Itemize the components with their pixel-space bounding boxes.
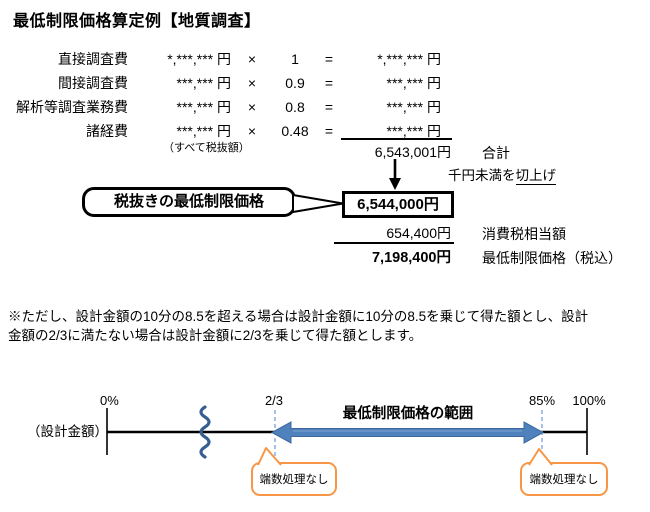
axis-label: （設計金額） xyxy=(27,424,108,439)
design-amount-diagram: （設計金額） 0% 2/3 85% 100% 最低制限価格の範囲 端数処理なし … xyxy=(27,393,608,496)
tick-85-label: 85% xyxy=(529,393,555,408)
equals-sign: = xyxy=(324,123,334,139)
conditions-paragraph: ※ただし、設計金額の10分の8.5を超える場合は設計金額に10分の8.5を乗じて… xyxy=(8,307,650,345)
tax-excluded-note: （すべて税抜額） xyxy=(163,142,250,154)
tick-two-thirds-label: 2/3 xyxy=(265,393,283,408)
equals-sign: = xyxy=(324,99,334,115)
row-factor: 1 xyxy=(291,51,299,67)
calc-row-analysis: 解析等調査業務費 ***,*** 円 × 0.8 = ***,*** 円 xyxy=(0,95,441,119)
subtotal-rule xyxy=(341,138,452,140)
rounding-note-text: 千円未満を xyxy=(448,168,516,183)
callout-left-pointer-icon xyxy=(257,447,282,466)
calc-table: 直接調査費 *,***,*** 円 × 1 = *,***,*** 円 間接調査… xyxy=(0,47,441,143)
tick-0-label: 0% xyxy=(100,393,119,408)
rounding-note-underlined: 切上げ xyxy=(515,168,556,185)
row-result: *,***,*** 円 xyxy=(377,51,441,67)
callout-right-box xyxy=(520,462,608,496)
row-amount: ***,*** 円 xyxy=(176,123,231,139)
tax-value: 654,400円 xyxy=(386,225,451,241)
range-label: 最低制限価格の範囲 xyxy=(343,404,474,422)
callout-right-label: 端数処理なし xyxy=(530,472,599,486)
row-label: 解析等調査業務費 xyxy=(16,99,128,115)
equals-sign: = xyxy=(324,75,334,91)
row-factor: 0.8 xyxy=(285,99,305,115)
row-amount: ***,*** 円 xyxy=(176,99,231,115)
page-title: 最低制限価格算定例【地質調査】 xyxy=(13,13,261,30)
calc-row-direct: 直接調査費 *,***,*** 円 × 1 = *,***,*** 円 xyxy=(0,47,441,71)
subtotal-label: 合計 xyxy=(482,145,510,161)
down-arrow-icon xyxy=(389,159,401,190)
equals-sign: = xyxy=(324,51,334,67)
total-rule xyxy=(334,242,454,244)
total-label: 最低制限価格（税込） xyxy=(482,250,622,266)
rounding-note: 千円未満を切上げ xyxy=(448,164,556,185)
total-value: 7,198,400円 xyxy=(371,250,451,266)
axis-break-squiggle-icon xyxy=(199,405,211,459)
row-amount: *,***,*** 円 xyxy=(167,51,231,67)
row-label: 諸経費 xyxy=(86,123,128,139)
times-sign: × xyxy=(247,75,257,91)
pre-tax-min-price-callout: 税抜きの最低制限価格 xyxy=(82,187,296,217)
row-factor: 0.9 xyxy=(285,75,305,91)
callout-left-box xyxy=(251,462,337,496)
row-label: 直接調査費 xyxy=(58,51,128,67)
callout-left-label: 端数処理なし xyxy=(260,472,329,486)
times-sign: × xyxy=(247,123,257,139)
range-double-arrow-icon xyxy=(270,421,545,444)
conditions-line-1: ※ただし、設計金額の10分の8.5を超える場合は設計金額に10分の8.5を乗じて… xyxy=(8,309,589,324)
conditions-line-2: 金額の2/3に満たない場合は設計金額に2/3を乗じて得た額とします。 xyxy=(8,328,423,343)
row-result: ***,*** 円 xyxy=(386,123,441,139)
row-factor: 0.48 xyxy=(281,123,309,139)
row-result: ***,*** 円 xyxy=(386,99,441,115)
times-sign: × xyxy=(247,99,257,115)
callout-pointer-icon xyxy=(292,194,344,213)
row-amount: ***,*** 円 xyxy=(176,75,231,91)
tax-label: 消費税相当額 xyxy=(482,226,566,242)
callout-right-pointer-icon xyxy=(528,448,553,466)
rounded-min-price-box: 6,544,000円 xyxy=(342,191,454,218)
calc-row-indirect: 間接調査費 ***,*** 円 × 0.9 = ***,*** 円 xyxy=(0,71,441,95)
row-result: ***,*** 円 xyxy=(386,75,441,91)
times-sign: × xyxy=(247,51,257,67)
calc-row-expenses: 諸経費 ***,*** 円 × 0.48 = ***,*** 円 xyxy=(0,119,441,143)
row-label: 間接調査費 xyxy=(58,75,128,91)
subtotal-value: 6,543,001円 xyxy=(374,144,451,160)
tick-100-label: 100% xyxy=(572,393,606,408)
